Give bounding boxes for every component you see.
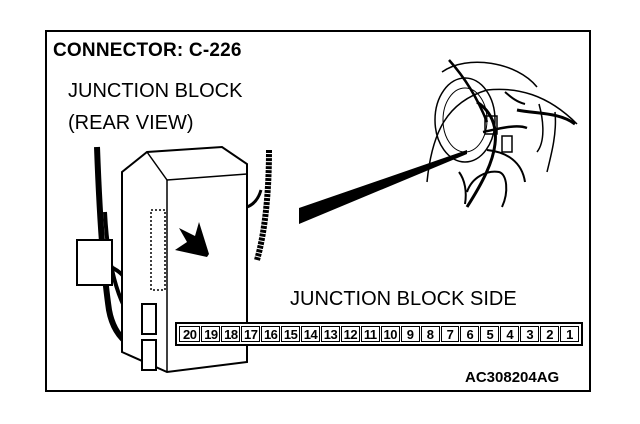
connector-title: CONNECTOR: C-226 — [53, 40, 242, 61]
pin-13: 13 — [321, 326, 340, 342]
side-bracket — [76, 239, 113, 286]
pin-18: 18 — [221, 326, 241, 342]
junction-block-illustration — [76, 59, 578, 374]
diagram-frame: CONNECTOR: C-226 JUNCTION BLOCK (REAR VI… — [45, 30, 591, 392]
pin-6: 6 — [460, 326, 480, 342]
figure-code: AC308204AG — [465, 369, 560, 386]
pin-12: 12 — [340, 326, 360, 342]
pin-19: 19 — [201, 326, 221, 342]
pin-11: 11 — [360, 326, 380, 342]
pin-2: 2 — [540, 326, 560, 342]
junction-block-label: JUNCTION BLOCK — [68, 80, 243, 102]
pin-17: 17 — [241, 326, 261, 342]
lower-connector-1 — [141, 303, 157, 335]
pin-7: 7 — [440, 326, 460, 342]
pointing-arrow — [175, 222, 209, 257]
pin-20: 20 — [179, 326, 201, 342]
pin-5: 5 — [480, 326, 500, 342]
pin-14: 14 — [301, 326, 320, 342]
pin-4: 4 — [500, 326, 520, 342]
connector-slot — [150, 209, 166, 291]
pin-3: 3 — [520, 326, 540, 342]
dashboard-location-view — [426, 59, 578, 208]
lower-connector-2 — [141, 339, 157, 371]
callout-wedge — [299, 150, 467, 224]
pin-8: 8 — [420, 326, 440, 342]
pin-16: 16 — [261, 326, 281, 342]
connector-pin-row: 20 19 18 17 16 15 14 13 12 11 10 9 8 7 6… — [175, 322, 583, 346]
rear-view-label: (REAR VIEW) — [68, 112, 194, 134]
harness-wire-right — [254, 149, 272, 261]
pin-15: 15 — [281, 326, 301, 342]
junction-block-side-label: JUNCTION BLOCK SIDE — [290, 288, 517, 310]
pin-1: 1 — [560, 326, 579, 342]
pin-10: 10 — [380, 326, 400, 342]
pin-9: 9 — [400, 326, 420, 342]
